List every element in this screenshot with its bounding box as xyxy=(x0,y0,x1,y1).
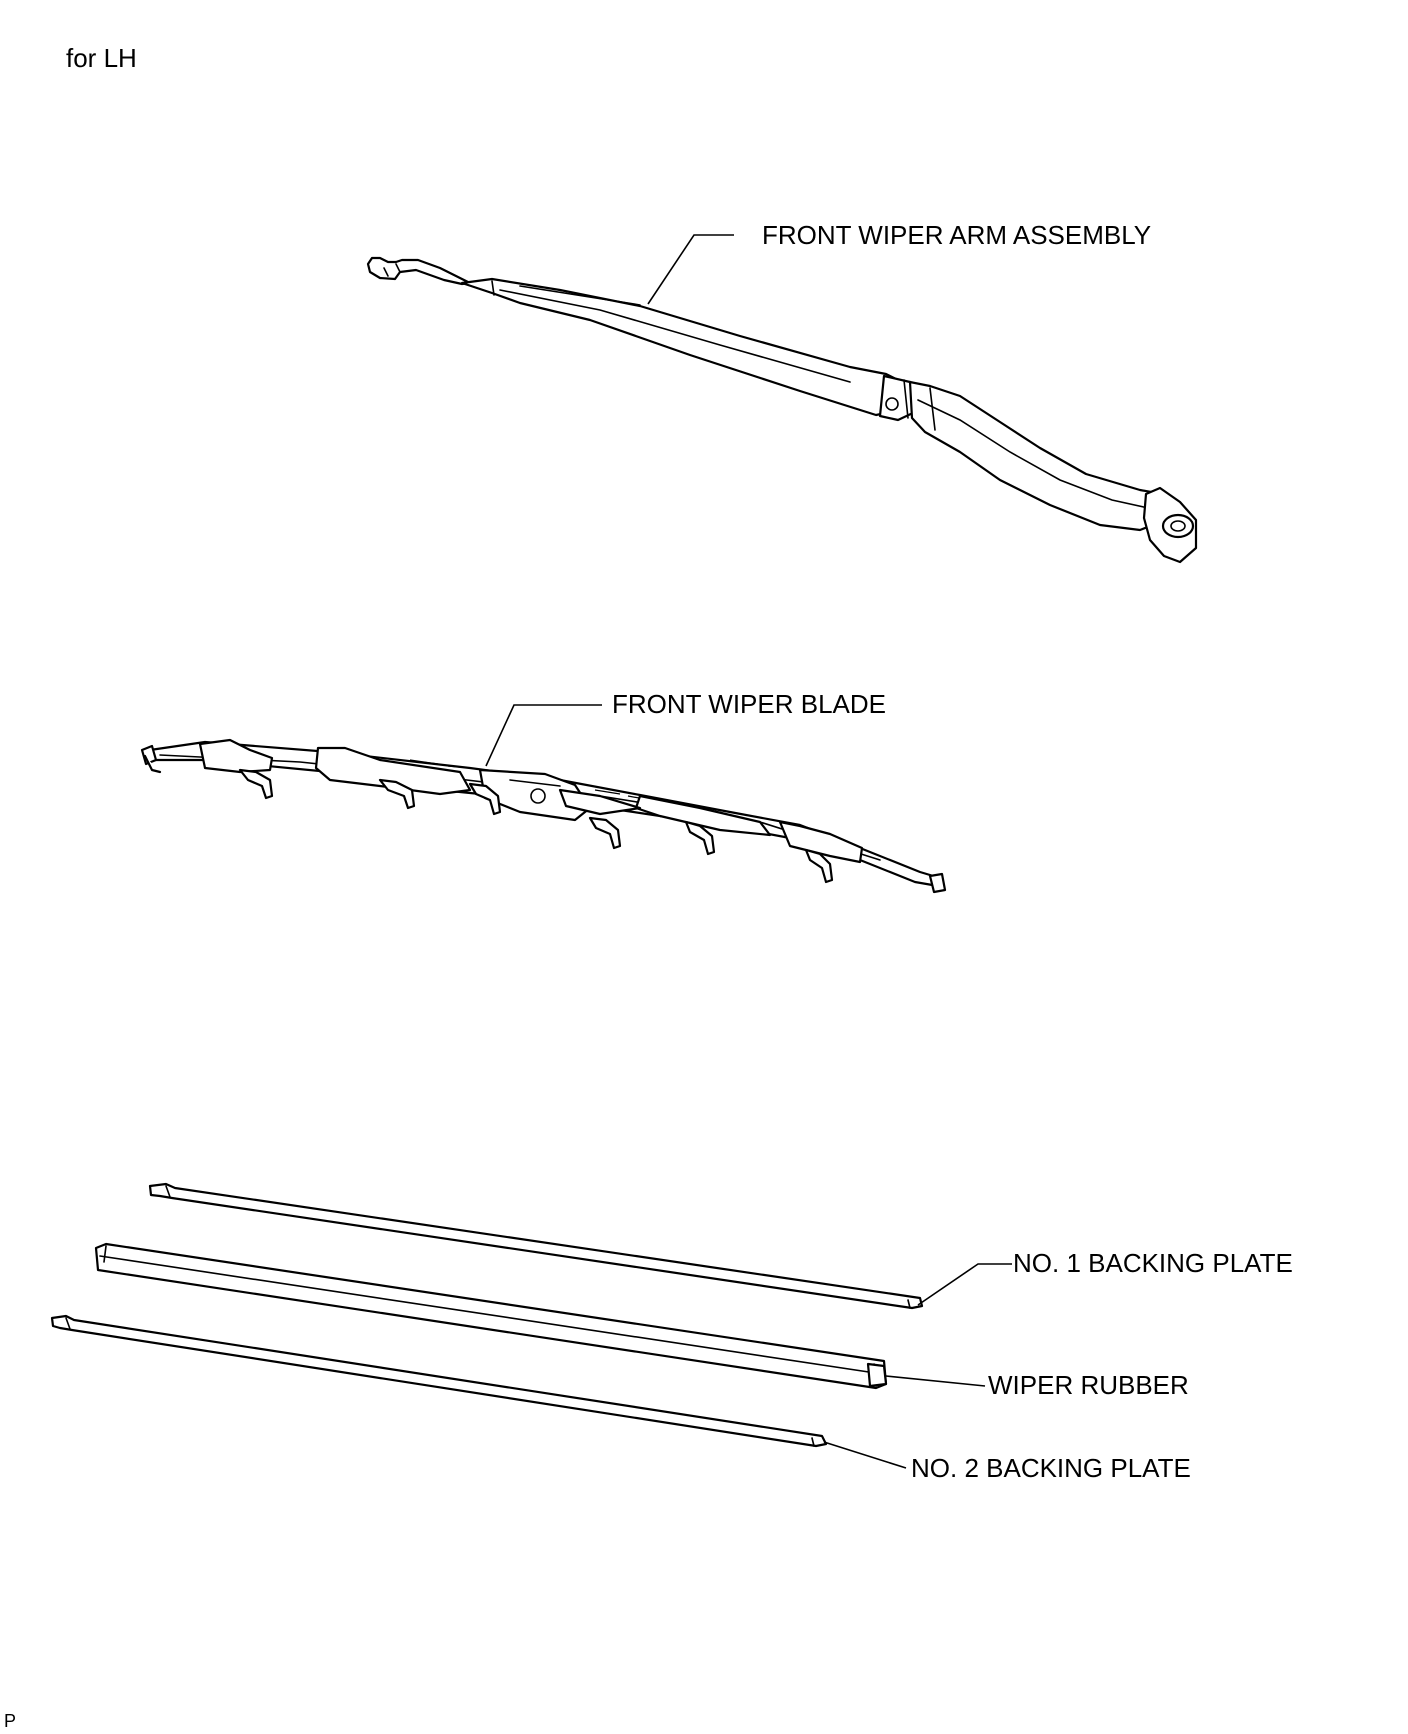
label-front-wiper-arm-assembly: FRONT WIPER ARM ASSEMBLY xyxy=(762,220,1152,250)
footer-code: P xyxy=(4,1711,17,1731)
leader-blade xyxy=(485,704,602,767)
label-front-wiper-blade: FRONT WIPER BLADE xyxy=(612,689,887,719)
wiper-rubber-drawing xyxy=(94,1242,888,1390)
header-label: for LH xyxy=(66,43,137,73)
leader-plate2 xyxy=(823,1441,907,1469)
wiper-arm-drawing xyxy=(366,256,1198,564)
label-wiper-rubber: WIPER RUBBER xyxy=(988,1370,1189,1400)
label-no2-backing-plate: NO. 2 BACKING PLATE xyxy=(911,1453,1191,1483)
backing-plate-1-drawing xyxy=(148,1182,924,1310)
leader-arm xyxy=(647,234,734,305)
label-no1-backing-plate: NO. 1 BACKING PLATE xyxy=(1013,1248,1293,1278)
leader-rubber xyxy=(885,1375,986,1387)
leader-plate1 xyxy=(917,1263,1012,1306)
backing-plate-2-drawing xyxy=(50,1314,828,1448)
wiper-blade-drawing xyxy=(140,738,947,894)
